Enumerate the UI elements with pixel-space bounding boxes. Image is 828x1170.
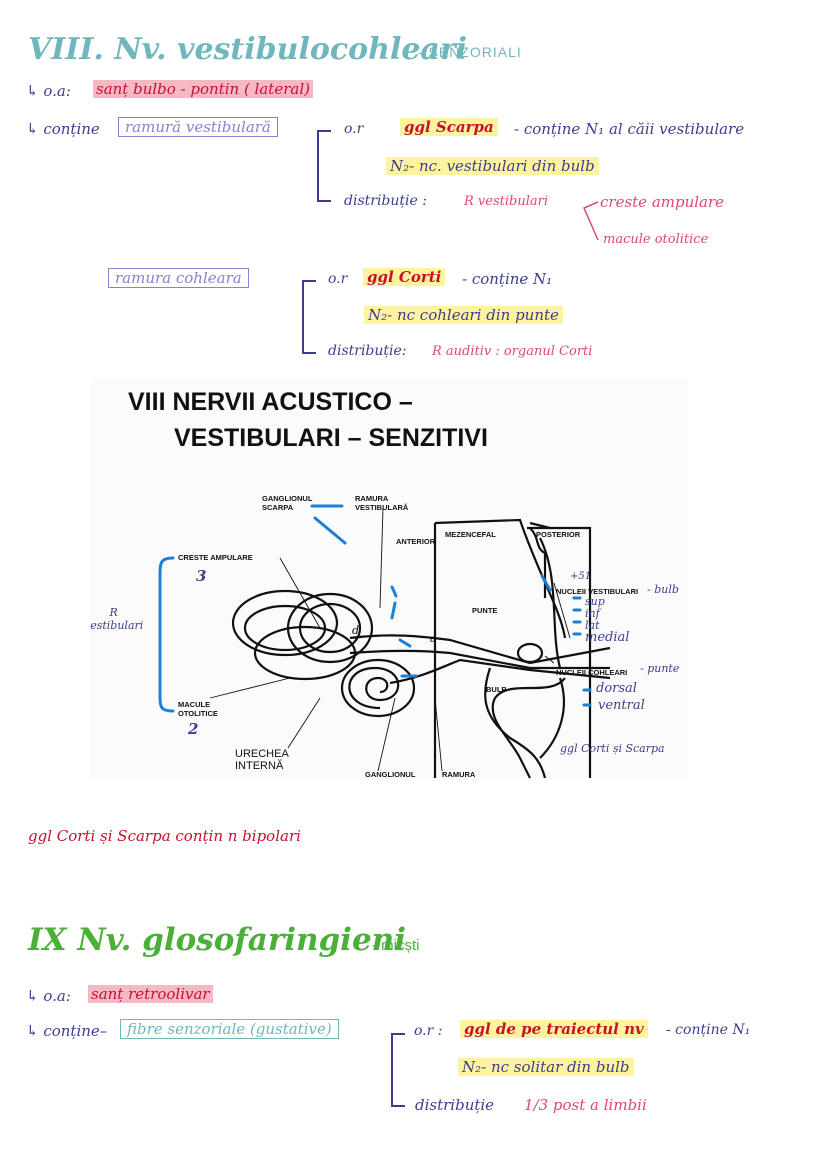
label-plus51: +51 xyxy=(570,571,592,582)
anatomy-figure: VIII NERVII ACUSTICO – VESTIBULARI – SEN… xyxy=(90,378,688,780)
section8-title: Nv. vestibulocohleari xyxy=(114,32,468,67)
label-posterior: POSTERIOR xyxy=(536,530,581,539)
section8-b1-or-label: o.r xyxy=(344,121,364,137)
label-ramura-vestibulara: RAMURA VESTIBULARĂ xyxy=(355,494,409,512)
section8-b1-distrib-label: distribuție : xyxy=(344,193,427,209)
section8-b1-distrib-item2: macule otolitice xyxy=(603,232,709,247)
section8-b1-n2: N₂- nc. vestibulari din bulb xyxy=(386,157,599,175)
section9-ao-prefix: ↳ o.a: xyxy=(26,987,71,1005)
section8-b1-distrib-item1: creste ampulare xyxy=(600,193,725,211)
section9-b1-n2: N₂- nc solitar din bulb xyxy=(458,1058,634,1076)
section9-b1-or-label: o.r : xyxy=(414,1023,443,1039)
section8-b1-or-value: ggl Scarpa xyxy=(400,118,498,136)
label-mezencefal: MEZENCEFAL xyxy=(445,530,496,539)
section8-type: - SENZORIALI xyxy=(418,44,522,60)
label-ramura: RAMURA xyxy=(442,770,476,779)
bracket-line xyxy=(391,1033,393,1107)
label-nuclei-cohleari: NUCLEII COHLEARI xyxy=(556,668,628,677)
label-anterior: ANTERIOR xyxy=(396,537,436,546)
bracket-line xyxy=(391,1033,405,1035)
section9-type: - micști xyxy=(372,937,420,954)
section8-branch2-name: ramura cohleara xyxy=(108,268,249,288)
label-macule-otolitice: MACULE OTOLITICE xyxy=(178,700,218,718)
section8-b2-n2: N₂- nc cohleari din punte xyxy=(364,306,563,324)
label-creste-ampulare: CRESTE AMPULARE xyxy=(178,553,253,562)
label-bulb: BULB xyxy=(486,685,507,694)
bracket-line xyxy=(391,1105,405,1107)
section9-b1-distrib-label: distribuție xyxy=(415,1096,495,1114)
bracket-line xyxy=(302,280,316,282)
section9-b1-distrib-value: 1/3 post a limbii xyxy=(524,1096,647,1114)
pink-bracket xyxy=(583,201,599,241)
section9-roman: IX xyxy=(28,922,67,958)
label-num3: 3 xyxy=(196,567,207,585)
section8-b2-distrib-value: R auditiv : organul Corti xyxy=(432,344,593,359)
label-sup: sup xyxy=(585,595,605,608)
label-punte-note: - punte xyxy=(640,662,680,675)
section8-note: ggl Corti și Scarpa conțin n bipolari xyxy=(28,827,301,845)
label-r-vestibulari: R vestibulari xyxy=(90,606,144,632)
section8-ao-prefix: ↳ o.a: xyxy=(26,82,71,100)
section8-b2-or-rest: - conține N₁ xyxy=(462,270,553,288)
section8-b1-or-rest: - conține N₁ al căii vestibulare xyxy=(514,120,745,138)
label-bulb-note: - bulb xyxy=(647,583,679,596)
label-urechea-interna: URECHEA INTERNĂ xyxy=(235,748,289,772)
section8-b2-or-value: ggl Corti xyxy=(363,268,446,286)
section9-ao-value: sanț retroolivar xyxy=(88,985,213,1003)
section9-title: Nv. glosofaringieni xyxy=(77,922,406,958)
section8-roman: VIII. xyxy=(28,32,104,67)
section8-contine: ↳ conține xyxy=(26,120,100,138)
label-num2: 2 xyxy=(188,720,199,738)
label-inf: inf xyxy=(585,607,600,620)
section8-ao-value: sanț bulbo - pontin ( lateral) xyxy=(93,80,313,98)
label-ggl-note: ggl Corti și Scarpa xyxy=(560,742,665,755)
section9-branch1-name: fibre senzoriale (gustative) xyxy=(120,1019,339,1039)
figure-drawing xyxy=(158,504,611,779)
bracket-line xyxy=(302,352,316,354)
section8-b1-distrib-value: R vestibulari xyxy=(464,194,548,209)
figure-title-line1: VIII NERVII ACUSTICO – xyxy=(128,388,413,416)
section9-b1-or-value: ggl de pe traiectul nv xyxy=(460,1020,648,1038)
label-ganglionul: GANGLIONUL xyxy=(365,770,416,779)
section9-heading: IX Nv. glosofaringieni xyxy=(28,922,406,958)
label-a: a xyxy=(430,634,436,645)
label-punte: PUNTE xyxy=(472,606,498,615)
section8-b2-or-label: o.r xyxy=(328,271,348,287)
bracket-line xyxy=(317,200,331,202)
section8-b2-distrib-label: distribuție: xyxy=(328,343,407,359)
section8-heading: VIII. Nv. vestibulocohleari xyxy=(28,32,467,67)
label-dorsal: dorsal xyxy=(596,681,637,696)
label-ganglion-scarpa: GANGLIONUL SCARPA xyxy=(262,494,313,512)
section8-branch1-name: ramură vestibulară xyxy=(118,117,278,137)
bracket-line xyxy=(317,130,331,132)
label-ventral: ventral xyxy=(598,698,645,713)
label-medial: medial xyxy=(585,630,630,645)
label-nuclei-vestibulari: NUCLEII VESTIBULARI xyxy=(556,587,639,596)
section9-contine: ↳ conține– xyxy=(26,1022,108,1040)
bracket-line xyxy=(317,130,319,202)
label-lat: lat xyxy=(585,619,600,632)
figure-title-line2: VESTIBULARI – SENZITIVI xyxy=(174,424,488,452)
bracket-line xyxy=(302,280,304,354)
label-d: d xyxy=(352,624,360,637)
section9-b1-or-rest: - conține N₁ xyxy=(666,1022,751,1038)
